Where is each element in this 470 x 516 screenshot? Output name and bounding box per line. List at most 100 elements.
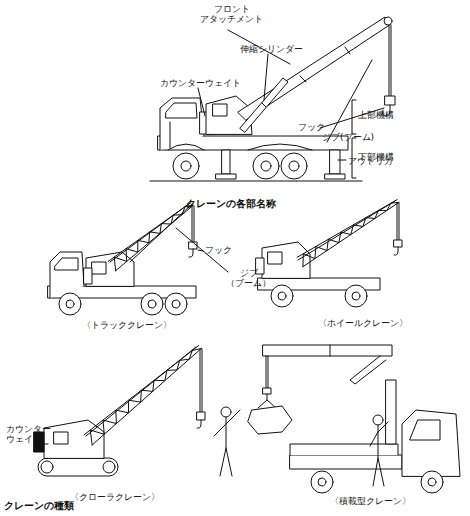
- figure-caption: クレーンの種類: [4, 500, 74, 512]
- loader-crane-figure: [248, 406, 292, 434]
- part-name: フック: [298, 122, 325, 132]
- loader-crane-figure: [330, 345, 331, 356]
- truck-crane-parts-figure: [264, 54, 268, 100]
- truck-crane-parts-figure: [166, 103, 197, 118]
- truck-crane-parts-figure: [222, 150, 230, 174]
- lattice-boom: [90, 349, 201, 446]
- crawler-crane-figure: [197, 420, 201, 428]
- truck-crane-figure: [172, 300, 180, 308]
- crane-type-name: 〈クローラクレーン〉: [70, 492, 160, 502]
- wheel-crane-figure: [352, 292, 360, 300]
- truck-crane-parts-figure: [240, 78, 288, 132]
- part-name: フック: [205, 245, 232, 255]
- crane-type-name: 〈ホイールクレーン〉: [318, 318, 408, 328]
- part-name: カウンターウェイト: [160, 78, 241, 88]
- truck-crane-parts-figure: [389, 25, 390, 96]
- truck-crane-parts-figure: [168, 144, 312, 150]
- truck-crane-parts-figure: [150, 17, 395, 181]
- loader-crane-figure: [311, 471, 333, 493]
- truck-crane-figure: [66, 300, 74, 308]
- truck-crane-parts-figure: [262, 103, 266, 107]
- loader-crane-figure: [428, 478, 436, 486]
- part-name: フロント アタッチメント: [200, 4, 263, 25]
- crawler-crane-figure: [41, 461, 53, 473]
- loader-crane-figure: [290, 455, 402, 469]
- crawler-crane-figure: [200, 349, 202, 412]
- wheel-crane-figure: [397, 203, 399, 240]
- truck-crane-figure: [92, 262, 106, 274]
- loader-crane-figure: [410, 420, 440, 440]
- truck-crane-parts-figure: [384, 17, 392, 25]
- part-name: カウンター ウェイト: [6, 424, 51, 445]
- truck-crane-parts-figure: [327, 60, 372, 142]
- signal-person: [214, 407, 240, 476]
- truck-crane-parts-figure: [261, 161, 271, 171]
- truck-crane-figure: [48, 203, 228, 315]
- truck-crane-parts-figure: [253, 153, 279, 179]
- crawler-crane-figure: [54, 432, 68, 444]
- part-name: 上部機構: [358, 110, 394, 120]
- crane-type-name: 〈トラッククレーン〉: [82, 320, 172, 330]
- lattice-boom: [303, 202, 399, 266]
- loader-crane-figure: [370, 422, 388, 446]
- wheel-crane-figure: [394, 240, 402, 247]
- truck-crane-figure: [148, 300, 156, 308]
- truck-crane-figure: [189, 249, 193, 257]
- loader-crane-figure: [421, 471, 443, 493]
- truck-crane-figure: [141, 293, 163, 315]
- wheel-crane-figure: [268, 252, 282, 264]
- wheel-crane-figure: [298, 201, 395, 260]
- truck-crane-figure: [50, 252, 84, 298]
- wheel-crane-figure: [256, 201, 402, 307]
- figure-caption: クレーンの各部名称: [186, 198, 276, 210]
- crawler-crane-figure: [197, 412, 205, 420]
- truck-crane-figure: [165, 293, 187, 315]
- part-name: 伸縮シリンダー: [240, 44, 303, 54]
- loader-crane-figure: [386, 380, 396, 444]
- loader-crane-figure: [318, 478, 326, 486]
- wheel-crane-figure: [345, 285, 367, 307]
- wheel-crane-figure: [278, 292, 286, 300]
- crane-type-name: 〈積載型クレーン〉: [330, 496, 411, 506]
- loader-crane-figure: [263, 388, 271, 394]
- truck-crane-parts-figure: [181, 161, 191, 171]
- part-name: アウトリガ: [348, 156, 393, 166]
- truck-crane-parts-figure: [170, 122, 171, 148]
- loader-crane-figure: [263, 345, 392, 356]
- loader-crane-figure: [350, 356, 386, 384]
- truck-crane-parts-figure: [338, 160, 346, 161]
- truck-crane-parts-figure: [391, 25, 392, 96]
- truck-crane-parts-figure: [173, 153, 199, 179]
- truck-crane-parts-figure: [281, 153, 307, 179]
- signal-person: [220, 417, 232, 476]
- loader-crane-figure: [373, 415, 383, 425]
- truck-crane-parts-figure: [150, 181, 362, 182]
- part-name: ジブ（ブーム）: [226, 268, 271, 289]
- crawler-crane-figure: [38, 458, 118, 476]
- wheel-crane-figure: [394, 247, 398, 255]
- loader-crane-figure: [402, 410, 460, 476]
- wheel-crane-figure: [271, 285, 293, 307]
- part-name: ジブ(ブーム): [322, 132, 374, 142]
- signal-person: [214, 410, 240, 436]
- lattice-boom: [114, 205, 193, 270]
- signal-person: [221, 407, 231, 417]
- loader-crane-figure: [290, 444, 398, 455]
- truck-crane-parts-figure: [289, 161, 299, 171]
- crawler-crane-figure: [34, 347, 205, 476]
- loader-crane-figure: [373, 425, 384, 486]
- loader-crane-figure: [266, 356, 268, 388]
- truck-crane-parts-figure: [385, 96, 395, 105]
- crawler-crane-figure: [103, 461, 115, 473]
- truck-crane-figure: [189, 242, 197, 249]
- truck-crane-parts-figure: [213, 104, 227, 116]
- loader-crane-figure: [258, 394, 276, 408]
- truck-crane-figure: [55, 258, 78, 270]
- truck-crane-figure: [186, 206, 194, 242]
- lattice-boom: [92, 349, 201, 446]
- truck-crane-parts-figure: [160, 98, 204, 150]
- lattice-boom: [303, 202, 399, 266]
- truck-crane-parts-figure: [352, 100, 356, 134]
